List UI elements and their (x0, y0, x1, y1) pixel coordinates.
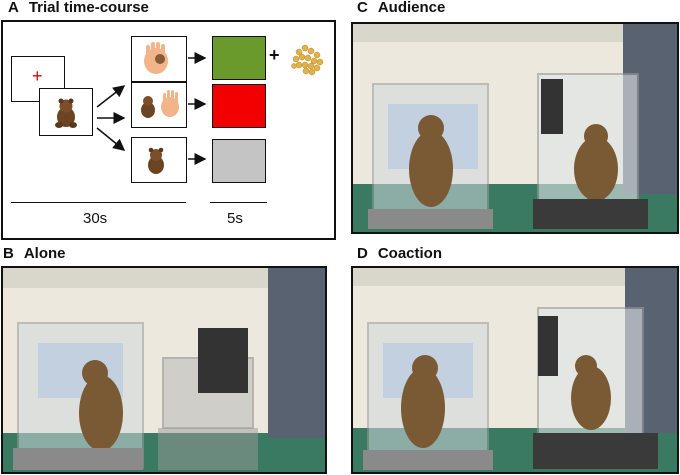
teddy-bear-icon (148, 147, 164, 174)
panel-title: Audience (377, 0, 446, 16)
alone-photo (1, 266, 327, 474)
timeline-stimulus (11, 202, 186, 203)
fixation-cross: + (32, 66, 43, 86)
alone-scene (3, 268, 325, 472)
timecourse-panel: + (1, 20, 336, 240)
choice-screen-hand-on-bear (131, 36, 187, 82)
reward-plus: + (269, 45, 280, 65)
audience-scene (353, 24, 677, 232)
duration-stimulus: 30s (83, 210, 108, 227)
duration-feedback: 5s (227, 210, 243, 227)
panel-b-label: B Alone (3, 245, 66, 262)
panel-letter: B (3, 245, 14, 262)
food-pellets-icon (291, 44, 324, 76)
timeline-feedback (210, 202, 267, 203)
panel-letter: D (357, 245, 368, 262)
hand-icon (144, 42, 168, 74)
choice-screen-bear-and-hand (131, 82, 187, 128)
panel-letter: C (357, 0, 368, 16)
teddy-bear-icon (55, 98, 77, 128)
stimulus-screen (39, 88, 93, 136)
panel-letter: A (8, 0, 19, 16)
feedback-incorrect (212, 84, 266, 128)
panel-title: Coaction (377, 245, 443, 262)
panel-title: Alone (23, 245, 66, 262)
panel-d-label: D Coaction (357, 245, 442, 262)
panel-a-label: A Trial time-course (8, 0, 149, 16)
panel-title: Trial time-course (28, 0, 149, 16)
coaction-photo (351, 266, 679, 474)
coaction-scene (353, 268, 677, 472)
audience-photo (351, 22, 679, 234)
choice-screen-bear-only (131, 137, 187, 183)
feedback-correct (212, 36, 266, 80)
feedback-no-response (212, 139, 266, 183)
panel-c-label: C Audience (357, 0, 445, 16)
bear-and-hand-icon (141, 90, 179, 118)
fixation-screen: + (11, 56, 65, 102)
